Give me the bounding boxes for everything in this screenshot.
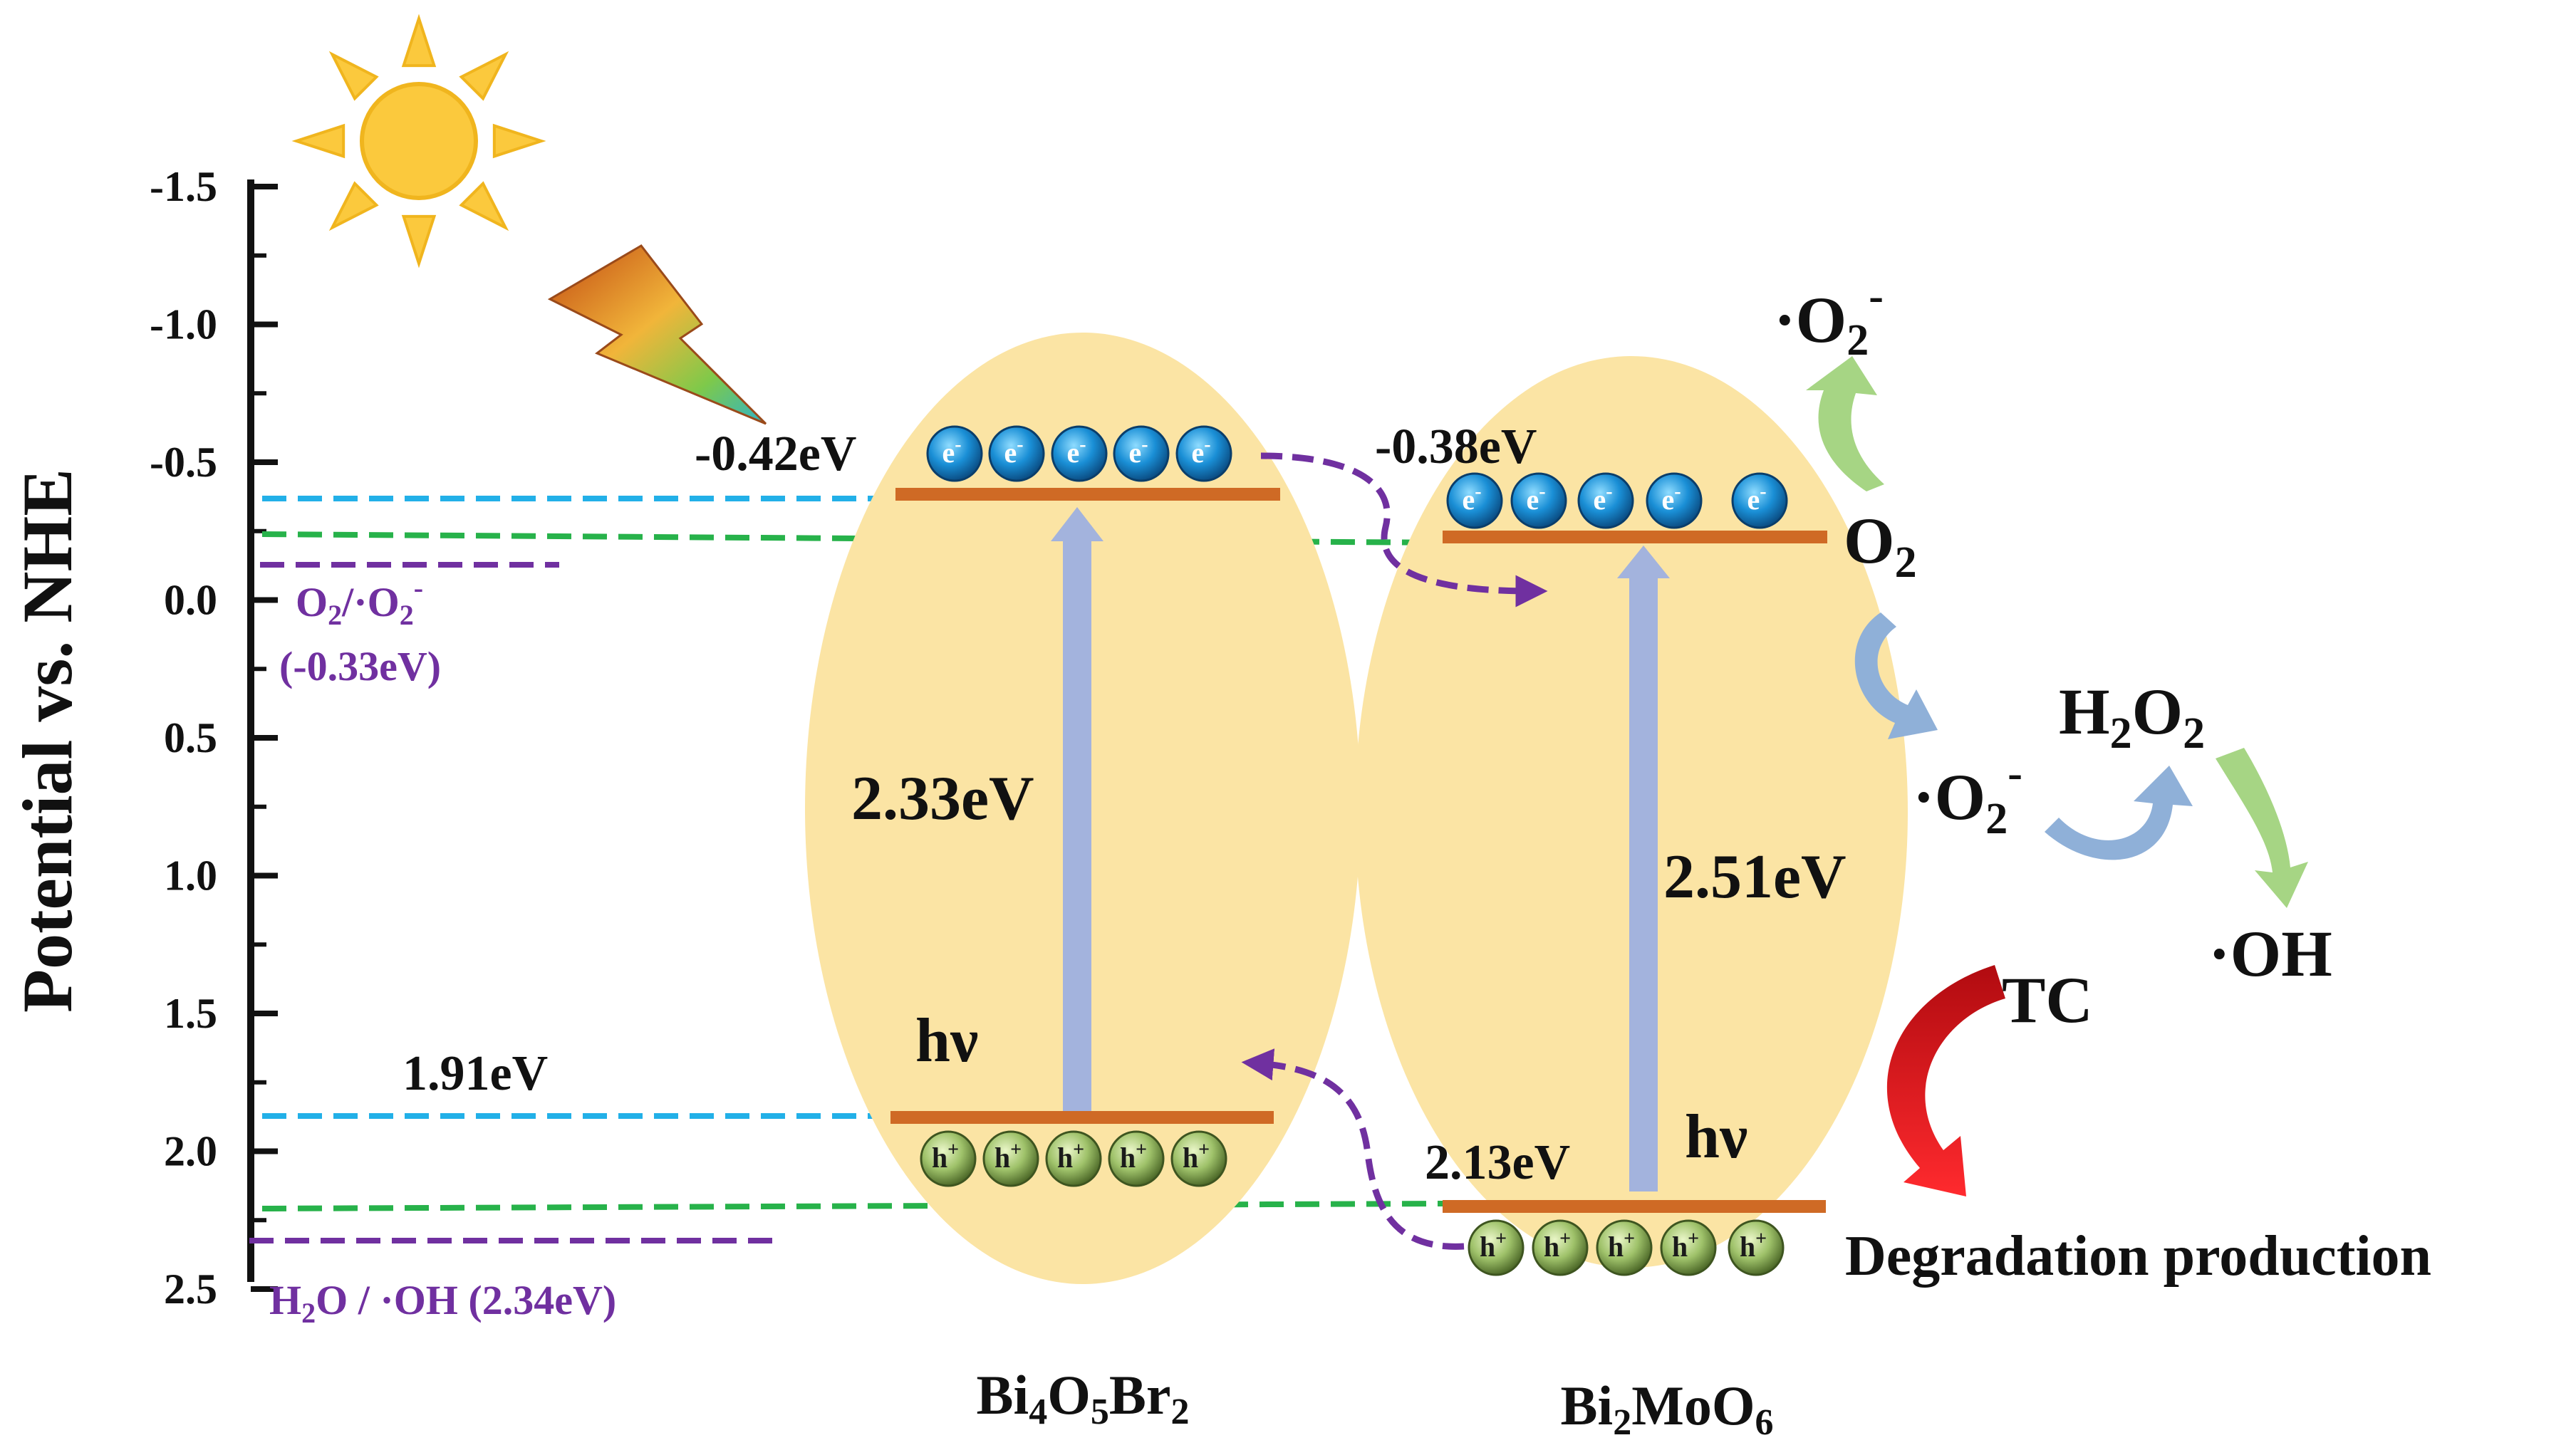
hole-symbol: h+ xyxy=(1057,1139,1084,1174)
bi4o5br2-hv-label: hν xyxy=(915,1006,978,1075)
electron-symbol: e- xyxy=(1526,481,1545,516)
bi4o5br2-vb-label: 1.91eV xyxy=(402,1046,548,1101)
axis-label: Potential vs. NHE xyxy=(8,469,87,1013)
bi4o5br2-valence-band xyxy=(890,1111,1274,1124)
bi2moo6-valence-band xyxy=(1443,1200,1826,1213)
axis-tick-label: 1.5 xyxy=(164,990,217,1037)
hole-icon: h+ xyxy=(920,1130,977,1187)
hole-symbol: h+ xyxy=(932,1139,959,1174)
electron-symbol: e- xyxy=(1661,481,1681,516)
electron-symbol: e- xyxy=(1066,434,1086,469)
axis-tick-label: 1.0 xyxy=(164,852,217,899)
electron-symbol: e- xyxy=(1191,434,1210,469)
bi2moo6-cb-label: -0.38eV xyxy=(1375,419,1537,474)
electron-icon: e- xyxy=(926,425,983,482)
blue-arrow-o2-to-superoxide xyxy=(1854,612,1938,739)
sun-ray-icon xyxy=(492,123,546,159)
hole-symbol: h+ xyxy=(1120,1139,1147,1174)
hole-icon: h+ xyxy=(982,1130,1039,1187)
h2o2-label: H2O2 xyxy=(2059,675,2205,758)
sun-ray-icon xyxy=(459,51,509,101)
sun-ray-icon xyxy=(291,123,346,159)
hole-icon: h+ xyxy=(1108,1130,1165,1187)
sun-icon xyxy=(291,14,546,268)
hole-symbol: h+ xyxy=(994,1139,1022,1174)
hole-icon: h+ xyxy=(1728,1219,1785,1276)
electron-symbol: e- xyxy=(1593,481,1612,516)
electron-symbol: e- xyxy=(1004,434,1023,469)
bi4o5br2-cb-label: -0.42eV xyxy=(695,427,856,481)
blue-arrow-superoxide-to-h2o2 xyxy=(2045,766,2193,860)
bi4o5br2-gap-label: 2.33eV xyxy=(851,764,1034,833)
o2-superoxide-potential-value: (-0.33eV) xyxy=(279,643,441,689)
degradation-product-label: Degradation production xyxy=(1845,1225,2431,1288)
hole-symbol: h+ xyxy=(1183,1139,1210,1174)
bi2moo6-vb-label: 2.13eV xyxy=(1425,1135,1570,1190)
axis-tick-label: -0.5 xyxy=(150,439,217,486)
bi2moo6-label: Bi2MoO6 xyxy=(1561,1375,1774,1443)
axis-tick-label: 2.0 xyxy=(164,1128,217,1175)
axis-tick-label: -1.5 xyxy=(150,163,217,210)
electron-symbol: e- xyxy=(1462,481,1481,516)
bi4o5br2-conduction-band xyxy=(895,488,1280,501)
sun-ray-icon xyxy=(328,181,379,231)
electron-transfer-arrow xyxy=(1260,452,1548,607)
electron-icon: e- xyxy=(1577,472,1634,529)
electron-icon: e- xyxy=(1175,425,1232,482)
hole-symbol: h+ xyxy=(1608,1228,1635,1263)
superoxide-mid-label: ·O2- xyxy=(1913,749,2022,843)
electron-icon: e- xyxy=(1051,425,1108,482)
electron-symbol: e- xyxy=(1128,434,1148,469)
bi2moo6-gap-arrow xyxy=(1617,546,1670,1191)
electron-icon: e- xyxy=(1510,472,1567,529)
green-dashed-line-vb xyxy=(261,1201,1447,1211)
electron-icon: e- xyxy=(1646,472,1703,529)
bi2moo6-hv-label: hν xyxy=(1685,1102,1747,1172)
hole-transfer-arrow xyxy=(1241,1048,1465,1250)
hydroxyl-label: ·OH xyxy=(2208,917,2332,990)
hole-icon: h+ xyxy=(1468,1219,1525,1276)
sun-ray-icon xyxy=(459,181,509,231)
hole-symbol: h+ xyxy=(1672,1228,1699,1263)
hole-icon: h+ xyxy=(1045,1130,1102,1187)
hole-symbol: h+ xyxy=(1480,1228,1507,1263)
h2o-hydroxyl-potential-label: H2O / ·OH (2.34eV) xyxy=(269,1277,616,1329)
electron-symbol: e- xyxy=(1747,481,1766,516)
electron-icon: e- xyxy=(1113,425,1170,482)
axis-tick-label: 0.0 xyxy=(164,577,217,624)
sun-ray-icon xyxy=(401,14,437,68)
electron-symbol: e- xyxy=(942,434,961,469)
o2-superoxide-potential-label: O2/·O2- xyxy=(296,572,423,631)
red-arrow-tc-degradation xyxy=(1886,965,2005,1196)
hole-icon: h+ xyxy=(1660,1219,1717,1276)
green-arrow-o2-to-superoxide xyxy=(1806,356,1884,491)
lightning-bolt-icon xyxy=(547,244,767,425)
bi2moo6-conduction-band xyxy=(1443,531,1827,543)
axis-tick-label: -1.0 xyxy=(150,301,217,348)
hole-icon: h+ xyxy=(1170,1130,1227,1187)
green-arrow-h2o2-to-oh xyxy=(2216,748,2308,908)
hole-symbol: h+ xyxy=(1740,1228,1767,1263)
bi4o5br2-gap-arrow xyxy=(1051,507,1103,1111)
hole-symbol: h+ xyxy=(1544,1228,1571,1263)
hole-icon: h+ xyxy=(1596,1219,1653,1276)
sun-ray-icon xyxy=(328,51,379,101)
tc-label: TC xyxy=(2002,964,2093,1036)
bi2moo6-gap-label: 2.51eV xyxy=(1663,843,1847,912)
electron-icon: e- xyxy=(988,425,1045,482)
superoxide-top-label: ·O2- xyxy=(1774,272,1884,365)
hole-icon: h+ xyxy=(1532,1219,1589,1276)
oxygen-label: O2 xyxy=(1844,504,1917,587)
axis-tick-label: 0.5 xyxy=(164,714,217,761)
axis-tick-label: 2.5 xyxy=(164,1266,217,1313)
electron-icon: e- xyxy=(1731,472,1788,529)
bi4o5br2-label: Bi4O5Br2 xyxy=(976,1364,1189,1432)
electron-icon: e- xyxy=(1446,472,1503,529)
potential-axis: -1.5 -1.0 -0.5 0.0 0.5 1.0 1.5 2.0 2.5 Potential… xyxy=(8,163,278,1313)
sun-ray-icon xyxy=(401,214,437,268)
